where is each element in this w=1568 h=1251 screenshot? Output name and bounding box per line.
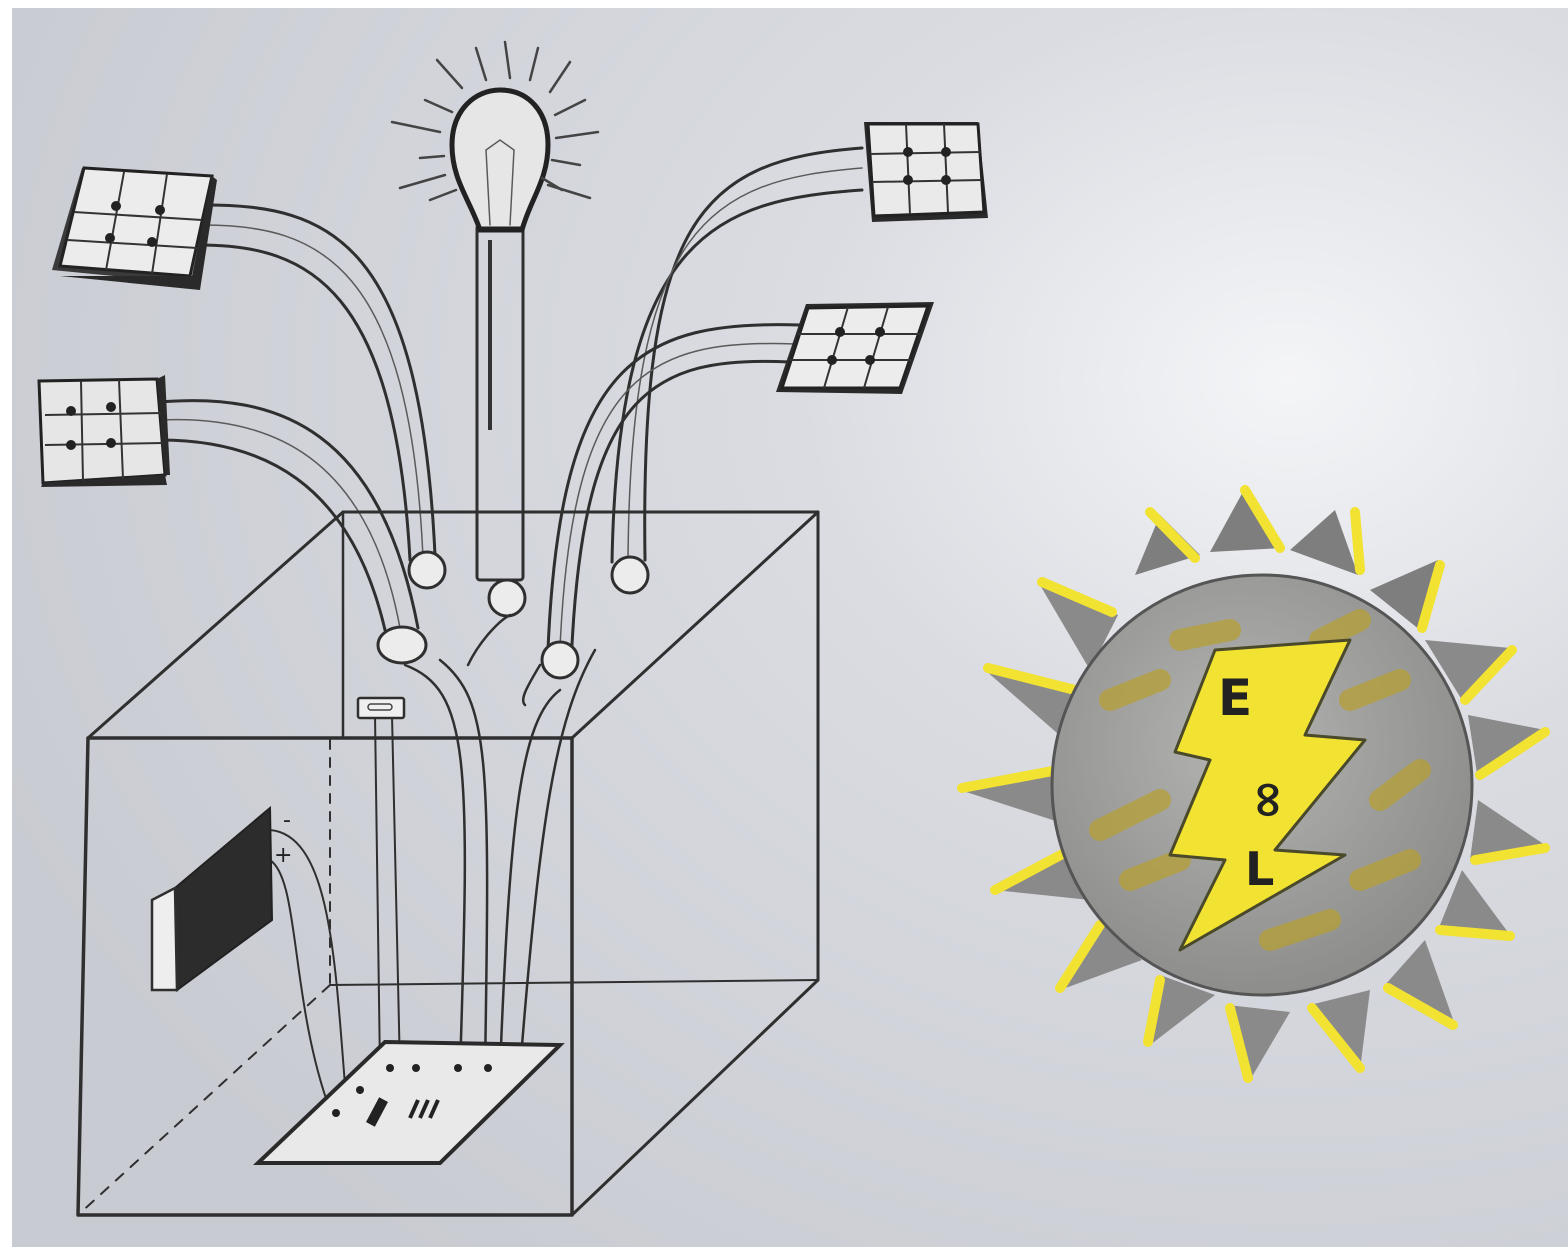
solar-panel-icon [39, 375, 170, 487]
logo-letter-e: E [1218, 669, 1252, 727]
grommet [612, 557, 648, 593]
battery-negative-label: - [283, 808, 291, 833]
grommet [378, 627, 426, 663]
grommet [542, 642, 578, 678]
grommet [489, 580, 525, 616]
solar-panel-icon [52, 168, 217, 290]
solar-panel-icon [864, 122, 988, 222]
switch-icon [358, 698, 404, 718]
logo-infinity-symbol: ∞ [1241, 779, 1299, 821]
grommet [409, 552, 445, 588]
logo-letter-l: L [1245, 842, 1274, 896]
battery-positive-label: + [274, 843, 292, 868]
